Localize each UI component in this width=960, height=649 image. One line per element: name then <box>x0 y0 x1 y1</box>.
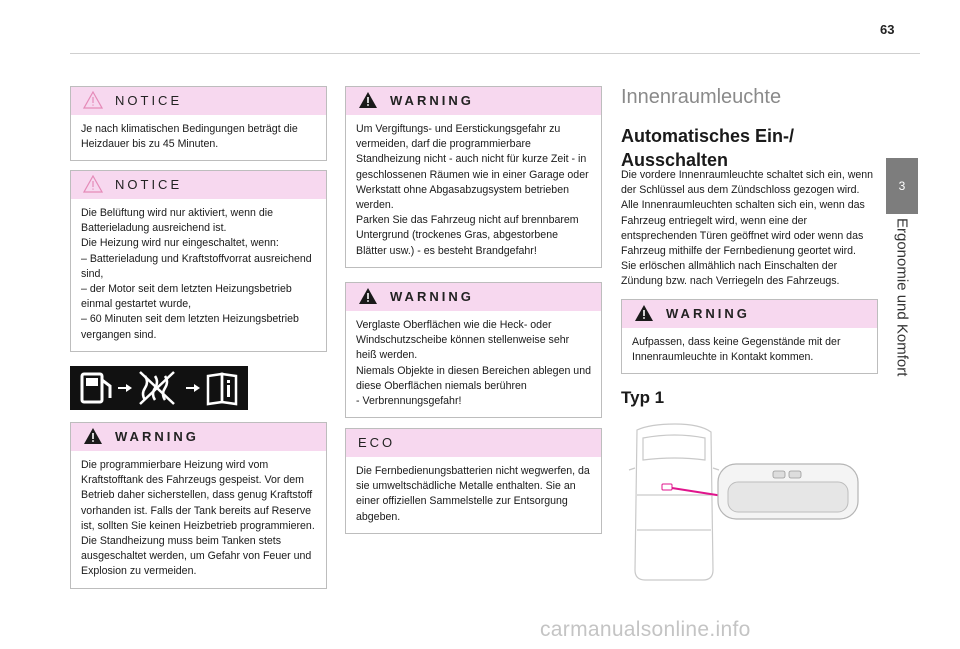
notice-header: NOTICE <box>71 171 326 199</box>
warning-triangle-icon <box>635 305 653 321</box>
arrow-right-icon <box>118 384 132 392</box>
eco-box-batteries: ECO Die Fernbedienungsbatterien nicht we… <box>345 428 602 534</box>
warning-triangle-icon <box>84 428 102 444</box>
notice-header: NOTICE <box>71 87 326 115</box>
warning-header: WARNING <box>71 423 326 451</box>
callout-line <box>671 487 724 497</box>
notice-text: Die Belüftung wird nur aktiviert, wenn d… <box>81 207 312 341</box>
section-title: Innenraumleuchte <box>621 86 782 108</box>
warning-triangle-icon <box>359 288 377 304</box>
body-paragraph: Die vordere Innenraumleuchte schaltet si… <box>621 169 874 288</box>
notice-text: Je nach klimatischen Bedingungen beträgt… <box>81 123 298 151</box>
warning-title: WARNING <box>115 429 199 444</box>
eco-header: ECO <box>346 429 601 457</box>
warning-title: WARNING <box>666 306 750 321</box>
no-heating-icon <box>139 371 175 405</box>
manual-book-icon <box>206 372 238 406</box>
notice-box-heating-duration: NOTICE Je nach klimatischen Bedingungen … <box>70 86 327 162</box>
notice-triangle-icon <box>83 91 103 109</box>
heating-symbols-strip <box>70 366 248 410</box>
watermark: carmanualsonline.info <box>540 618 751 641</box>
chapter-tab[interactable]: 3 <box>886 158 918 214</box>
type-heading: Typ 1 <box>621 388 665 407</box>
warning-text: Verglaste Oberflächen wie die Heck- oder… <box>356 319 591 408</box>
warning-title: WARNING <box>390 289 474 304</box>
eco-title: ECO <box>358 435 396 450</box>
notice-title: NOTICE <box>115 93 183 108</box>
warning-box-poisoning: WARNING Um Vergiftungs- und Eerstickungs… <box>345 86 602 268</box>
warning-text: Aufpassen, dass keine Gegenstände mit de… <box>632 336 841 364</box>
arrow-right-icon <box>186 384 200 392</box>
warning-box-fuel: WARNING Die programmierbare Heizung wird… <box>70 422 327 589</box>
notice-box-ventilation: NOTICE Die Belüftung wird nur aktiviert,… <box>70 170 327 352</box>
subsection-title: Automatisches Ein-/ Ausschalten <box>621 126 795 170</box>
warning-text: Um Vergiftungs- und Eerstickungsgefahr z… <box>356 123 589 257</box>
header-rule <box>70 53 920 54</box>
warning-box-interior-light: WARNING Aufpassen, dass keine Gegenständ… <box>621 299 878 375</box>
chapter-title: Ergonomie und Komfort <box>884 218 920 418</box>
interior-light-icon <box>717 463 859 520</box>
warning-header: WARNING <box>346 87 601 115</box>
notice-triangle-icon <box>83 175 103 193</box>
vehicle-outline <box>628 423 720 581</box>
page-number: 63 <box>880 22 895 37</box>
notice-title: NOTICE <box>115 177 183 192</box>
light-location-marker <box>661 483 673 491</box>
warning-text: Die programmierbare Heizung wird vom Kra… <box>81 459 315 578</box>
interior-light-diagram <box>615 420 865 585</box>
warning-triangle-icon <box>359 92 377 108</box>
warning-title: WARNING <box>390 93 474 108</box>
warning-header: WARNING <box>346 283 601 311</box>
chapter-title-text: Ergonomie und Komfort <box>893 218 911 377</box>
warning-header: WARNING <box>622 300 877 328</box>
warning-box-glass: WARNING Verglaste Oberflächen wie die He… <box>345 282 602 419</box>
eco-text: Die Fernbedienungsbatterien nicht wegwer… <box>356 465 590 523</box>
fuel-pump-icon <box>80 372 112 404</box>
